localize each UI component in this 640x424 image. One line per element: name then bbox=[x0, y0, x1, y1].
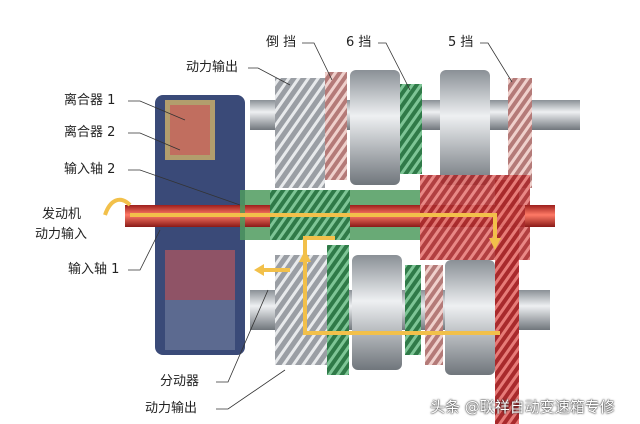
power-flow-arrow bbox=[103, 197, 500, 335]
label-gear-6: 6 挡 bbox=[346, 35, 372, 50]
reverse-gear bbox=[325, 72, 347, 180]
label-input-shaft-1: 输入轴 1 bbox=[68, 262, 120, 277]
power-output-gear-top bbox=[275, 78, 325, 188]
label-reverse-gear: 倒 挡 bbox=[266, 35, 297, 50]
label-engine-input-1: 发动机 bbox=[42, 207, 82, 222]
label-engine-input-2: 动力输入 bbox=[35, 227, 88, 242]
label-power-output-bottom: 动力输出 bbox=[145, 401, 198, 416]
label-input-shaft-2: 输入轴 2 bbox=[64, 162, 116, 177]
label-transfer-case: 分动器 bbox=[160, 374, 200, 389]
watermark: 头条 @联祥自动变速箱专修 bbox=[430, 398, 615, 416]
gear5 bbox=[508, 78, 532, 188]
label-power-output-top: 动力输出 bbox=[186, 60, 239, 75]
gear6 bbox=[400, 84, 422, 174]
transfer-gear bbox=[275, 255, 327, 365]
label-gear-5: 5 挡 bbox=[448, 35, 474, 50]
label-clutch-2: 离合器 2 bbox=[64, 125, 116, 140]
label-clutch-1: 离合器 1 bbox=[64, 93, 116, 108]
